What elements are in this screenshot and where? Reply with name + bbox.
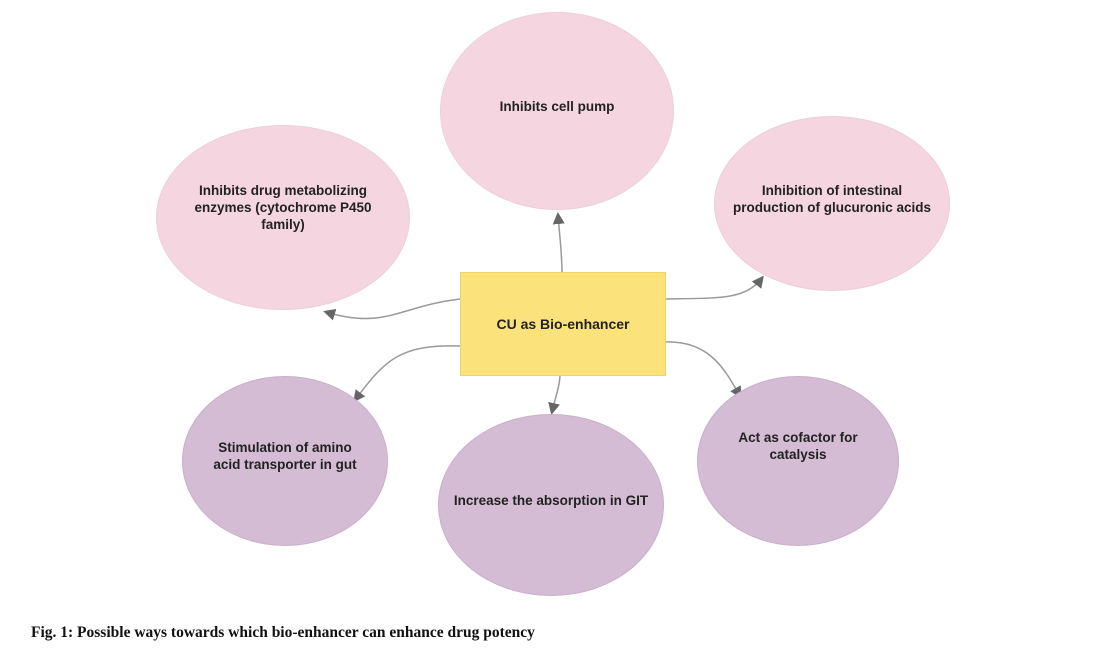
center-bio-enhancer-box: CU as Bio-enhancer [460,272,666,376]
arrow-to-glucuronic [663,275,764,300]
node-inhibits-cell-pump: Inhibits cell pump [440,12,674,210]
node-label: Inhibits drug metabolizing enzymes (cyto… [194,183,372,232]
node-inhibits-drug-metabolizing-enzymes: Inhibits drug metabolizing enzymes (cyto… [156,125,410,310]
arrow-to-drug-metabolizing [323,298,461,321]
arrow-to-cofactor [663,341,742,399]
node-inhibition-glucuronic-acids: Inhibition of intestinal production of g… [714,116,950,291]
node-act-as-cofactor: Act as cofactor for catalysis [697,376,899,546]
node-label: Stimulation of amino acid transporter in… [213,440,357,472]
node-stimulation-amino-acid-transporter: Stimulation of amino acid transporter in… [182,376,388,546]
arrow-to-cell-pump [552,212,565,273]
node-label: Inhibits cell pump [499,98,615,114]
center-label: CU as Bio-enhancer [496,316,630,332]
node-increase-absorption-git: Increase the absorption in GIT [438,414,664,596]
bio-enhancer-diagram: Inhibits cell pump Inhibits drug metabol… [156,12,950,596]
node-label: Inhibition of intestinal production of g… [733,182,932,215]
arrow-to-absorption [548,373,561,415]
node-label: Increase the absorption in GIT [453,492,649,508]
figure-caption: Fig. 1: Possible ways towards which bio-… [31,624,535,641]
node-label: Act as cofactor for catalysis [738,430,858,462]
arrow-to-amino-acid [353,345,461,403]
connector-layer [323,212,764,415]
